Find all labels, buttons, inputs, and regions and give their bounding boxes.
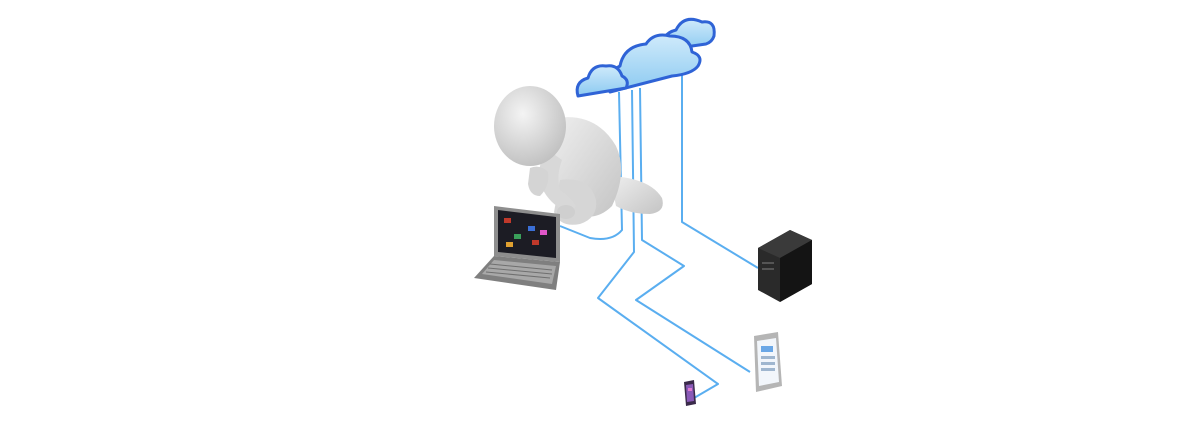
smartphone-icon	[684, 380, 696, 406]
cloud-icon	[575, 17, 716, 98]
cable-to-laptop	[559, 91, 623, 240]
person-icon	[494, 86, 663, 225]
laptop-icon	[474, 206, 560, 290]
server-tower-icon	[758, 230, 812, 302]
cable-to-tablet	[635, 87, 751, 373]
tablet-icon	[754, 332, 782, 392]
cable-to-phone	[597, 89, 719, 399]
cable-to-server	[681, 74, 759, 269]
